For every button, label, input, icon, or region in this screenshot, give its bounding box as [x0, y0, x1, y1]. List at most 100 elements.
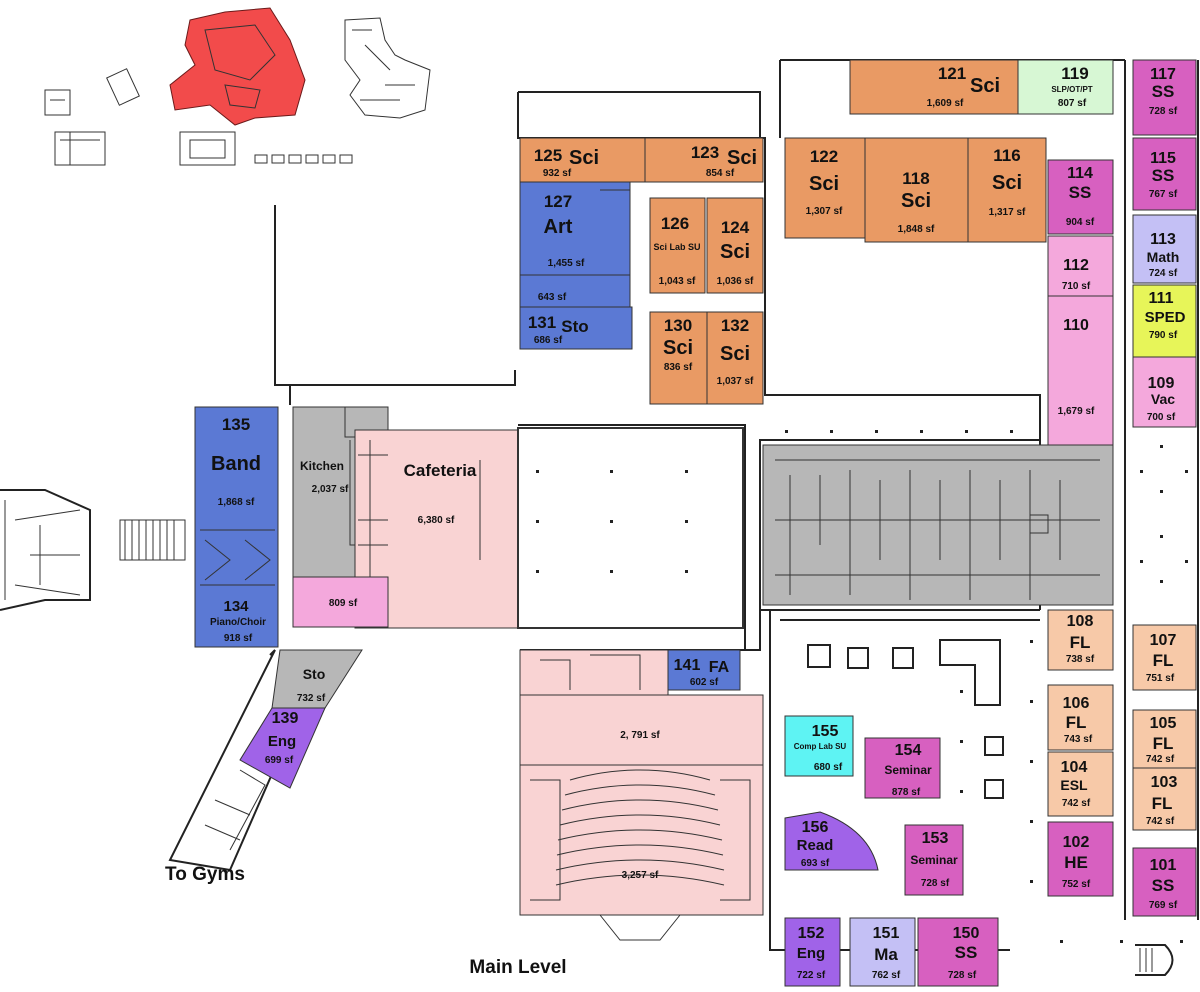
- room-152[interactable]: 152 Eng 722 sf: [784, 917, 841, 987]
- room-134: 134 Piano/Choir 918 sf: [210, 598, 266, 644]
- kitchen-label: Kitchen: [300, 459, 344, 473]
- room-122[interactable]: 122 Sci 1,307 sf: [784, 137, 866, 239]
- room-127[interactable]: 127 Art 1,455 sf 643 sf: [519, 181, 631, 308]
- room-150-area: 728 sf: [948, 970, 977, 981]
- room-121-number: 121: [938, 64, 966, 83]
- room-118[interactable]: 118 Sci 1,848 sf: [864, 137, 969, 243]
- room-104-area: 742 sf: [1062, 798, 1091, 809]
- room-106-code: FL: [1066, 713, 1087, 732]
- room-151[interactable]: 151 Ma 762 sf: [849, 917, 916, 987]
- room-116[interactable]: 116 Sci 1,317 sf: [967, 137, 1047, 243]
- room-130-number: 130: [664, 316, 692, 335]
- room-113[interactable]: 113 Math 724 sf: [1132, 214, 1197, 284]
- room-112-area: 710 sf: [1062, 281, 1091, 292]
- room-107[interactable]: 107 FL 751 sf: [1132, 624, 1197, 691]
- room-125[interactable]: 125 Sci 932 sf: [519, 137, 646, 183]
- room-150[interactable]: 150 SS 728 sf: [917, 917, 999, 987]
- room-127-area: 1,455 sf: [548, 258, 585, 269]
- room-155-area: 680 sf: [814, 762, 843, 773]
- room-132[interactable]: 132 Sci 1,037 sf: [706, 311, 764, 405]
- room-125-code: Sci: [569, 147, 599, 169]
- room-109-area: 700 sf: [1147, 412, 1176, 423]
- room-106-number: 106: [1063, 695, 1090, 712]
- room-155[interactable]: 155 Comp Lab SU 680 sf: [784, 715, 854, 777]
- room-102[interactable]: 102 HE 752 sf: [1047, 821, 1114, 897]
- room-114-area: 904 sf: [1066, 217, 1095, 228]
- room-117-area: 728 sf: [1149, 106, 1178, 117]
- admin-block: [762, 444, 1114, 606]
- room-141-code: FA: [709, 659, 730, 676]
- room-130-code: Sci: [663, 337, 693, 359]
- room-156[interactable]: 156 Read 693 sf: [784, 811, 879, 871]
- room-139-area: 699 sf: [265, 755, 294, 766]
- room-126[interactable]: 126 Sci Lab SU 1,043 sf: [649, 197, 706, 294]
- room-134-area: 918 sf: [224, 633, 253, 644]
- room-139[interactable]: 139 Eng 699 sf: [239, 707, 326, 789]
- room-123-area: 854 sf: [706, 168, 735, 179]
- room-107-code: FL: [1153, 651, 1174, 670]
- room-122-area: 1,307 sf: [806, 206, 843, 217]
- stage-area: 2, 791 sf: [620, 730, 660, 741]
- room-101[interactable]: 101 SS 769 sf: [1132, 847, 1197, 917]
- room-114-number: 114: [1067, 165, 1093, 182]
- room-153[interactable]: 153 Seminar 728 sf: [904, 824, 964, 896]
- room-131[interactable]: 131 Sto 686 sf: [519, 306, 633, 350]
- room-113-number: 113: [1150, 231, 1176, 248]
- room-104[interactable]: 104 ESL 742 sf: [1047, 751, 1114, 817]
- storage-732[interactable]: Sto 732 sf: [271, 649, 363, 709]
- room-111[interactable]: 111 SPED 790 sf: [1132, 284, 1197, 358]
- room-105[interactable]: 105 FL 742 sf: [1132, 709, 1197, 769]
- room-106[interactable]: 106 FL 743 sf: [1047, 684, 1114, 751]
- room-135-area: 1,868 sf: [218, 497, 255, 508]
- courtyard: [517, 427, 744, 629]
- room-111-number: 111: [1149, 290, 1174, 307]
- room-116-number: 116: [993, 146, 1020, 165]
- room-126-area: 1,043 sf: [659, 276, 696, 287]
- room-125-number: 125: [534, 146, 562, 165]
- room-154-area: 878 sf: [892, 787, 921, 798]
- room-108[interactable]: 108 FL 738 sf: [1047, 609, 1114, 671]
- room-109[interactable]: 109 Vac 700 sf: [1132, 356, 1197, 428]
- room-110-area: 1,679 sf: [1058, 406, 1095, 417]
- room-141[interactable]: 141 FA 602 sf: [667, 649, 741, 691]
- room-104-number: 104: [1061, 759, 1088, 776]
- room-115[interactable]: 115 SS 767 sf: [1132, 137, 1197, 211]
- room-156-code: Read: [797, 837, 834, 854]
- room-134-number: 134: [223, 598, 249, 615]
- room-123[interactable]: 123 Sci 854 sf: [644, 137, 764, 183]
- room-154[interactable]: 154 Seminar 878 sf: [864, 737, 941, 799]
- room-122-number: 122: [810, 147, 838, 166]
- room-103[interactable]: 103 FL 742 sf: [1132, 767, 1197, 831]
- auditorium[interactable]: 3,257 sf: [519, 764, 764, 941]
- room-150-code: SS: [955, 943, 978, 962]
- room-115-number: 115: [1150, 150, 1176, 167]
- room-124-code: Sci: [720, 241, 750, 263]
- room-108-code: FL: [1070, 633, 1091, 652]
- room-130[interactable]: 130 Sci 836 sf: [649, 311, 708, 405]
- room-112[interactable]: 112 710 sf: [1047, 235, 1114, 297]
- room-118-code: Sci: [901, 190, 931, 212]
- storage-732-area: 732 sf: [297, 693, 326, 704]
- room-809sf[interactable]: 809 sf: [292, 576, 389, 628]
- room-135[interactable]: 135 Band 1,868 sf: [194, 406, 279, 648]
- to-gyms-label[interactable]: To Gyms: [165, 864, 245, 885]
- room-124[interactable]: 124 Sci 1,036 sf: [706, 197, 764, 294]
- key-map: [44, 7, 431, 166]
- room-114[interactable]: 114 SS 904 sf: [1047, 159, 1114, 235]
- room-131-number: 131: [528, 313, 556, 332]
- room-151-number: 151: [873, 925, 900, 942]
- room-116-area: 1,317 sf: [989, 207, 1026, 218]
- room-119[interactable]: 119 SLP/OT/PT 807 sf: [1017, 59, 1114, 115]
- room-101-number: 101: [1150, 857, 1177, 874]
- room-151-area: 762 sf: [872, 970, 901, 981]
- kitchen-area: 2,037 sf: [312, 484, 349, 495]
- room-117[interactable]: 117 SS 728 sf: [1132, 59, 1197, 136]
- column-dots: [536, 430, 1188, 943]
- room-121[interactable]: 121 Sci 1,609 sf: [849, 59, 1019, 115]
- storage-732-label: Sto: [303, 666, 326, 682]
- room-110[interactable]: 110 1,679 sf: [1047, 295, 1114, 447]
- stage[interactable]: 2, 791 sf: [519, 649, 764, 766]
- room-103-area: 742 sf: [1146, 816, 1175, 827]
- room-113-area: 724 sf: [1149, 268, 1178, 279]
